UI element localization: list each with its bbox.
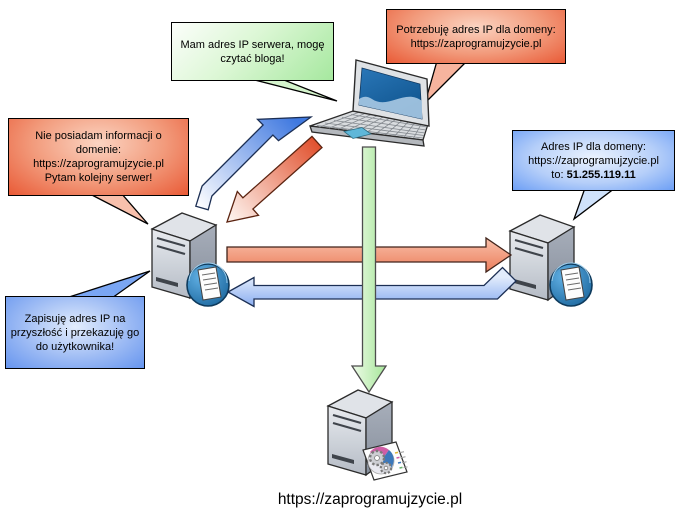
speech-bubble-user-success: Mam adres IP serwera, mogę czytać bloga! — [171, 22, 334, 81]
tail-authoritative-answer — [572, 187, 617, 221]
website-server-icon — [326, 388, 408, 481]
bubble-line: do użytkownika! — [35, 340, 115, 353]
bubble-line: Mam adres IP serwera, mogę — [180, 38, 325, 51]
bubble-line: https://zaprogramujzycie.pl — [410, 37, 542, 50]
document-globe-badge-icon — [549, 262, 593, 307]
bubble-line: domenie: — [75, 144, 122, 156]
bubble-line: przyszłość i przekazuję go — [10, 326, 140, 339]
bubble-line: Potrzebuję adres IP dla domeny: — [396, 23, 556, 36]
bubble-line: Zapisuję adres IP na — [24, 312, 126, 325]
laptop-icon — [309, 59, 430, 147]
speech-bubble-user-request: Potrzebuję adres IP dla domeny: https://… — [386, 9, 566, 64]
dns-server-right-icon — [508, 213, 593, 307]
laptop-touchpad — [343, 127, 372, 139]
speech-bubble-resolver-no-info: Nie posiadam informacji o domenie: https… — [8, 118, 189, 196]
arrow-connection-to-website — [350, 146, 388, 394]
arrow-query-from-client — [226, 135, 323, 223]
bubble-line: to: 51.255.119.11 — [513, 168, 674, 182]
bubble-line: Nie posiadam informacji o — [35, 130, 162, 142]
dns-server-left-icon — [150, 211, 230, 307]
gears-card-badge-icon — [362, 441, 408, 481]
document-globe-badge-icon — [186, 262, 230, 307]
tail-resolver-no-info — [87, 192, 149, 225]
speech-bubble-authoritative-answer: Adres IP dla domeny: https://zaprogramuj… — [512, 130, 675, 191]
tail-user-success — [246, 77, 338, 102]
bubble-line: czytać bloga! — [220, 52, 285, 65]
bubble-line: https://zaprogramujzycie.pl — [33, 158, 164, 170]
speech-bubble-resolver-cache: Zapisuję adres IP na przyszłość i przeka… — [5, 296, 145, 369]
tail-resolver-cache — [65, 270, 151, 299]
website-url-label: https://zaprogramujzycie.pl — [277, 491, 463, 508]
bubble-line: https://zaprogramujzycie.pl — [528, 154, 659, 167]
ip-prefix: to: — [551, 168, 567, 181]
bubble-line: Pytam kolejny serwer! — [44, 172, 153, 184]
ip-address: 51.255.119.11 — [566, 168, 636, 181]
tail-user-request — [423, 60, 469, 106]
bubble-line: Adres IP dla domeny: — [541, 140, 646, 153]
arrow-response-to-client — [194, 116, 314, 211]
